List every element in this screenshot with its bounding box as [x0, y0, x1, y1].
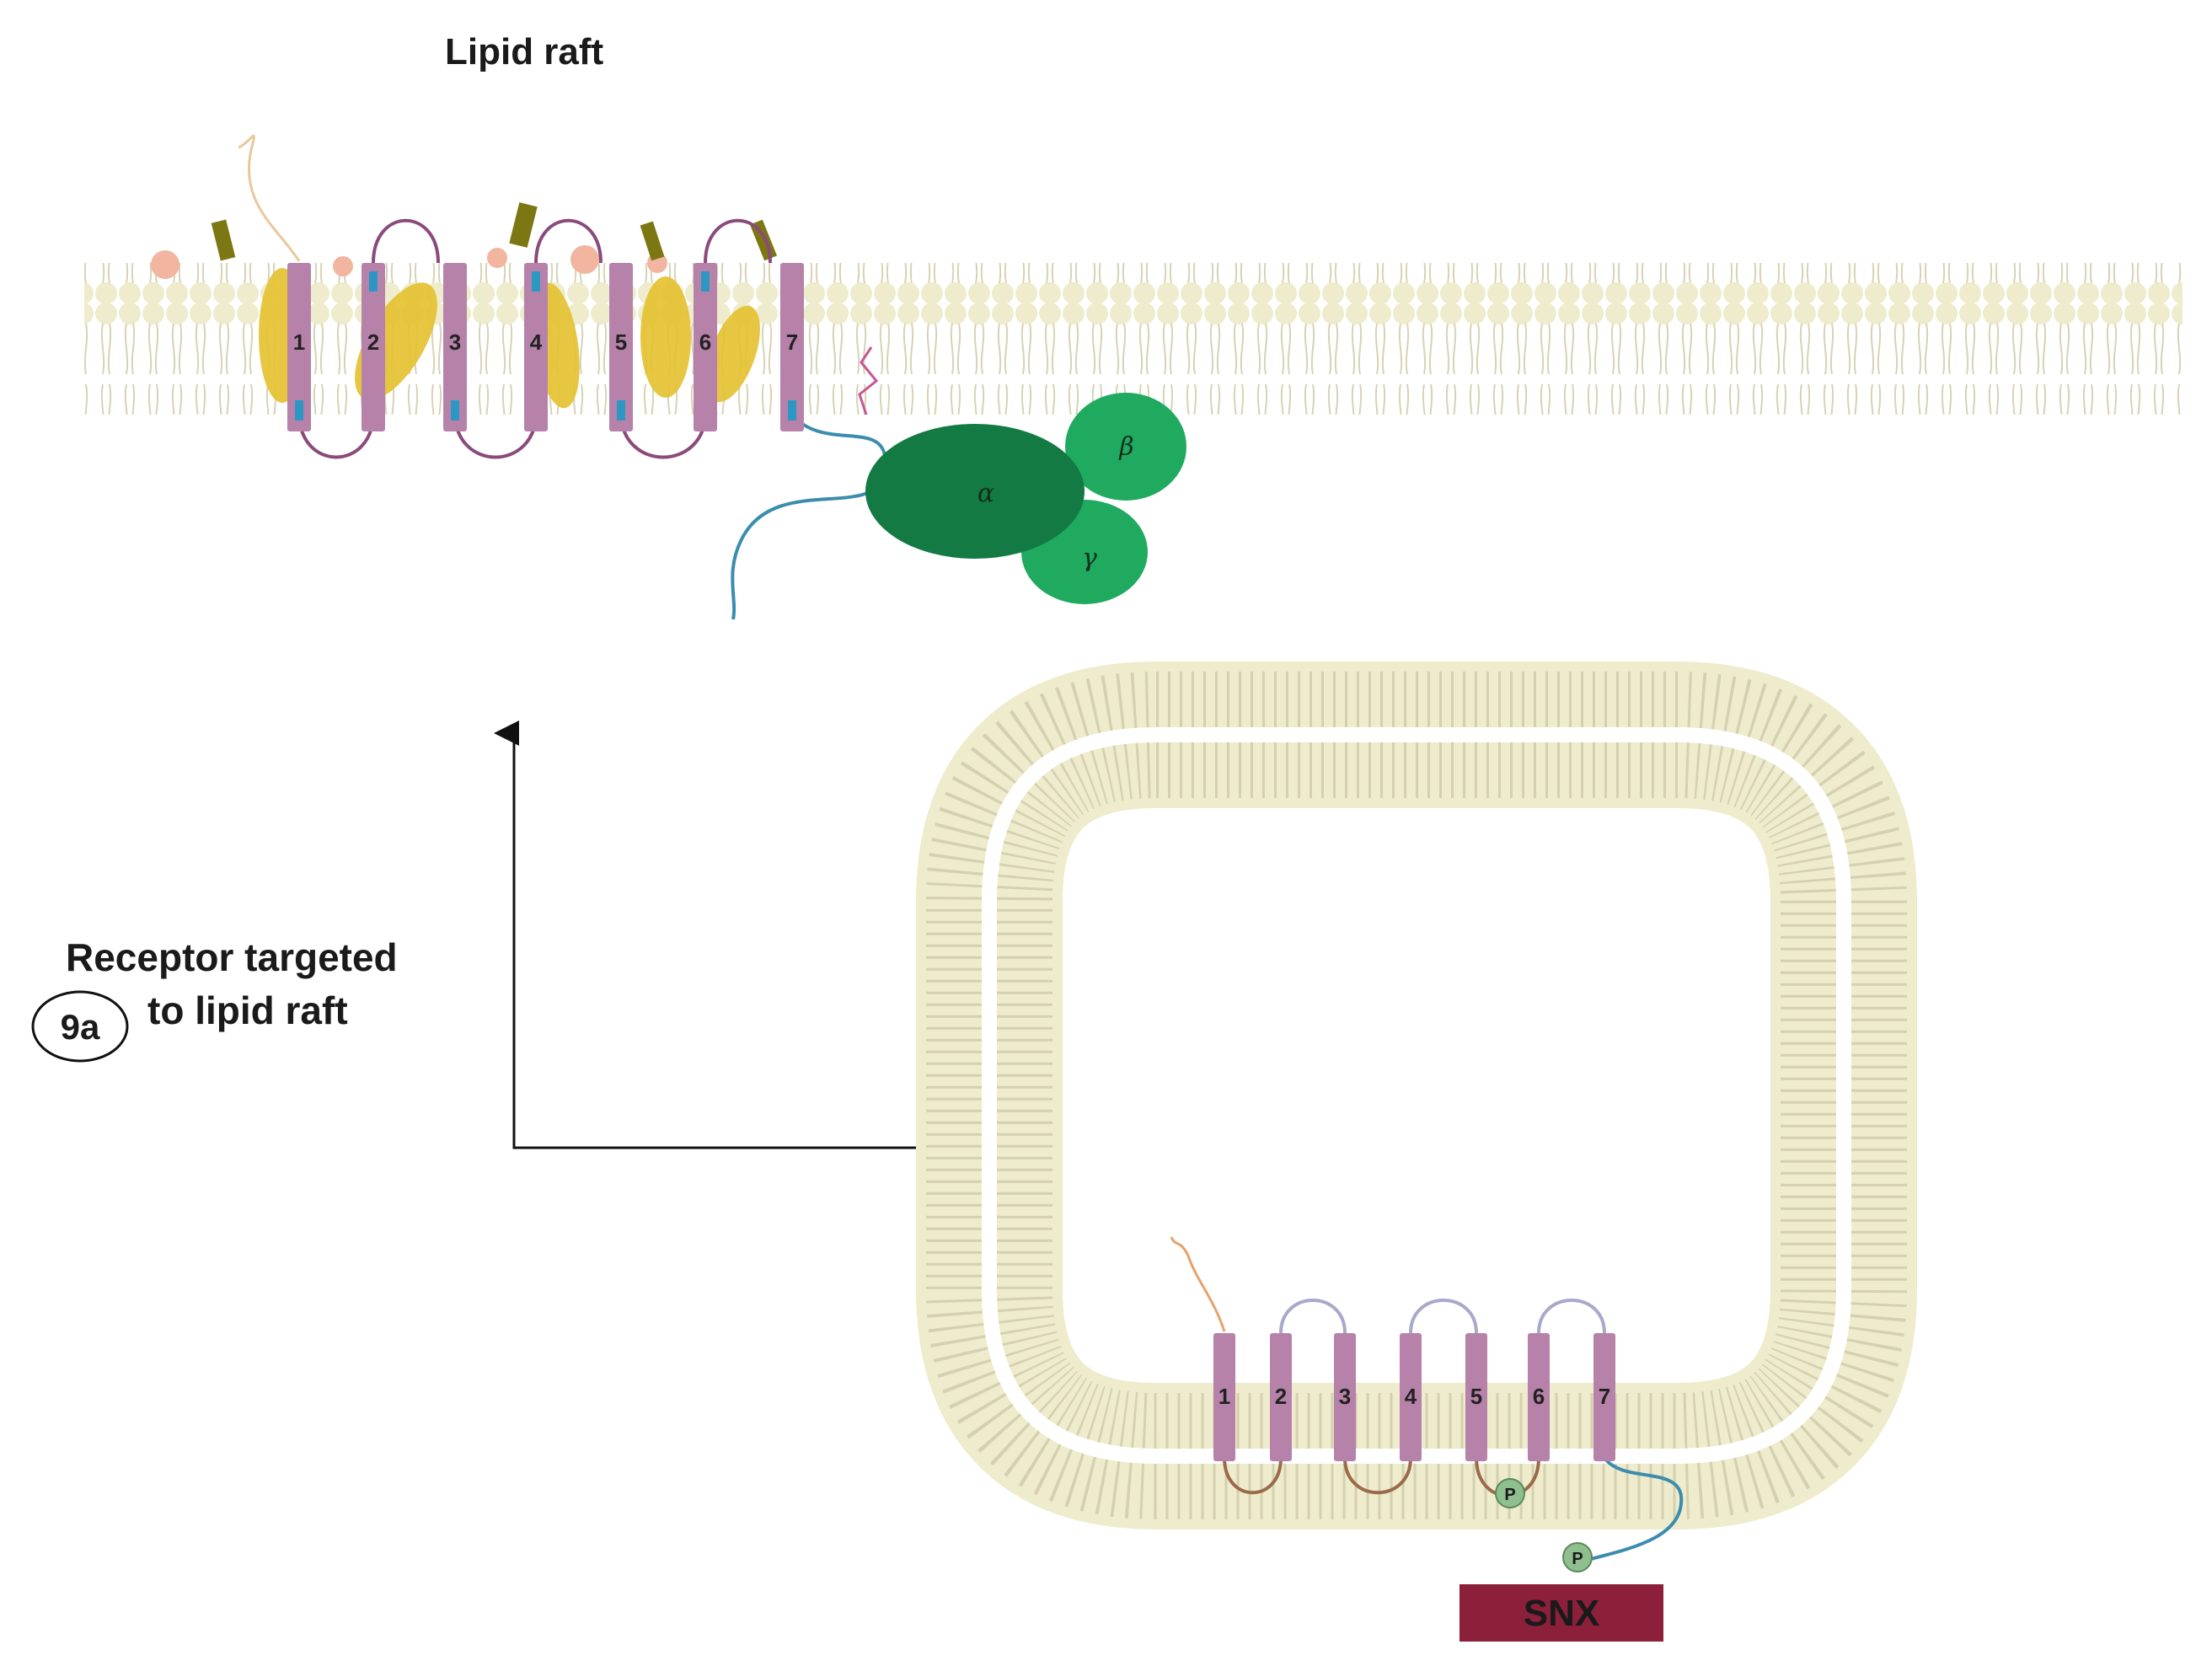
trafficking-arrow	[494, 721, 952, 1149]
phosphate-loop: P	[1495, 1478, 1525, 1508]
gpcr-raft: 1 2 3 4 5 6 7	[238, 134, 887, 620]
helix-2: 2	[362, 263, 385, 431]
svg-text:1: 1	[293, 329, 305, 355]
endo-helix-6: 6	[1528, 1333, 1550, 1461]
g-protein: α β γ	[865, 393, 1186, 604]
g-beta-label: β	[1118, 432, 1133, 462]
extracellular-loops	[372, 218, 772, 264]
c-terminus	[731, 413, 887, 620]
step-text-line2: to lipid raft	[147, 988, 348, 1032]
svg-text:6: 6	[699, 329, 711, 355]
lipid-raft-title: Lipid raft	[445, 31, 604, 72]
sphingolipid-stick	[509, 202, 538, 248]
step-label: Receptor targeted 9a to lipid raft	[31, 935, 398, 1063]
svg-text:7: 7	[1599, 1384, 1610, 1409]
gpcr-endosome: 1 2 3 4 5 6 7 P	[1170, 1236, 1684, 1572]
g-alpha-label: α	[977, 479, 994, 508]
sphingolipid-stick	[640, 221, 665, 261]
cholesterol-molecule	[151, 250, 179, 279]
cholesterol-molecule	[570, 245, 599, 274]
step-badge-text: 9a	[61, 1007, 100, 1047]
svg-text:P: P	[1572, 1550, 1583, 1568]
svg-text:3: 3	[449, 329, 461, 355]
svg-text:P: P	[1504, 1486, 1515, 1504]
svg-text:4: 4	[1405, 1384, 1417, 1409]
cholesterol-molecule	[333, 256, 353, 276]
endosome-extracellular-loops	[1279, 1299, 1606, 1334]
endo-helix-4: 4	[1400, 1333, 1422, 1461]
snx-box: SNX	[1459, 1584, 1663, 1642]
g-beta-subunit	[1065, 393, 1186, 501]
svg-text:1: 1	[1218, 1384, 1230, 1409]
snx-label: SNX	[1524, 1593, 1599, 1634]
svg-text:5: 5	[615, 329, 627, 355]
plasma-membrane	[84, 263, 2183, 415]
svg-text:4: 4	[530, 329, 543, 355]
helix-5: 5	[609, 263, 633, 431]
n-terminus	[238, 134, 301, 262]
step-badge	[31, 990, 129, 1063]
svg-text:7: 7	[786, 329, 798, 355]
endosome-n-terminus	[1170, 1236, 1226, 1332]
raft-lipids	[151, 202, 778, 279]
svg-text:2: 2	[1275, 1384, 1287, 1409]
svg-text:2: 2	[367, 329, 379, 355]
svg-text:5: 5	[1470, 1384, 1482, 1409]
endo-helix-7: 7	[1593, 1333, 1615, 1461]
helix-4: 4	[524, 263, 548, 431]
endo-helix-1: 1	[1213, 1333, 1235, 1461]
helix-1: 1	[287, 263, 311, 431]
step-text-line1: Receptor targeted	[66, 935, 398, 979]
helix-7: 7	[780, 263, 804, 431]
endo-helix-3: 3	[1334, 1333, 1356, 1461]
svg-text:6: 6	[1533, 1384, 1545, 1409]
g-alpha-subunit	[865, 424, 1085, 559]
svg-text:3: 3	[1339, 1384, 1351, 1409]
endosome	[916, 662, 1917, 1529]
helix-3: 3	[443, 263, 467, 431]
sphingolipid-stick	[211, 219, 236, 261]
cholesterol-molecule	[487, 248, 507, 268]
intracellular-loops	[297, 412, 707, 459]
phosphate-tail: P	[1562, 1542, 1593, 1572]
endo-helix-5: 5	[1465, 1333, 1487, 1461]
g-gamma-label: γ	[1082, 544, 1097, 573]
endo-helix-2: 2	[1270, 1333, 1292, 1461]
helix-6: 6	[694, 263, 717, 431]
palmitoyl-anchor	[858, 346, 879, 415]
